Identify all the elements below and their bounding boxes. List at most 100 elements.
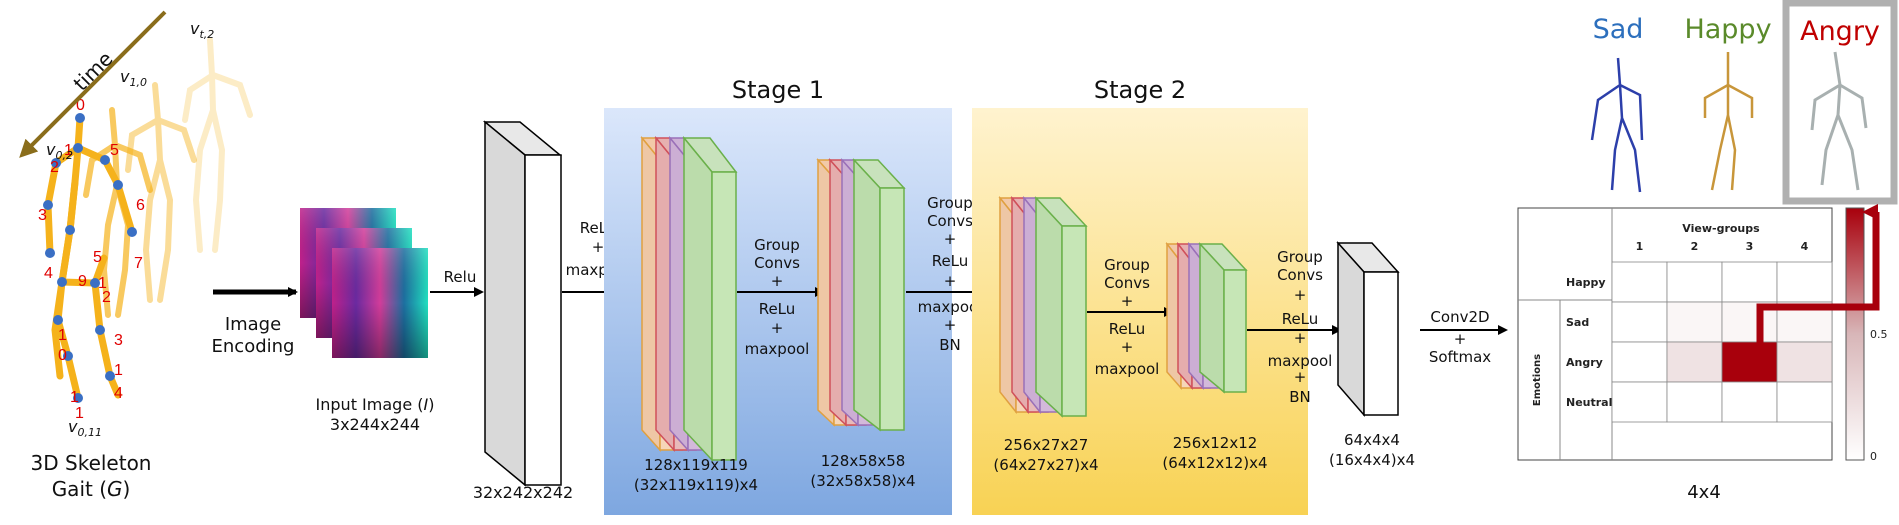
- angry-highlight-frame: [1782, 0, 1898, 205]
- stage2-title: Stage 2: [1094, 76, 1186, 104]
- conv-layer-1-box: [482, 120, 563, 487]
- svg-text:Convs: Convs: [927, 212, 973, 230]
- svg-text:maxpool: maxpool: [745, 340, 810, 358]
- svg-text:3: 3: [38, 207, 47, 224]
- svg-text:0: 0: [76, 97, 85, 114]
- heatmap-row-label: Sad: [1566, 316, 1589, 329]
- emotion-angry-label: Angry: [1800, 16, 1880, 47]
- angry-skeleton: [1810, 51, 1868, 191]
- skeleton-caption-line2: Gait (G): [52, 477, 131, 501]
- heatmap-col-label: 1: [1636, 240, 1644, 253]
- svg-text:+: +: [1294, 329, 1307, 347]
- svg-text:7: 7: [134, 255, 143, 272]
- svg-text:v1,0: v1,0: [120, 67, 147, 89]
- heatmap-row-label: Neutral: [1566, 396, 1612, 409]
- svg-text:BN: BN: [1289, 388, 1311, 406]
- svg-text:+: +: [771, 319, 784, 337]
- svg-text:Group: Group: [1104, 256, 1150, 274]
- joint-number-labels: 0 1 5 2 6 3 4 9 5 7 2 1 1 3 0 1 4 1 1: [38, 97, 145, 422]
- skeleton-frame-t1: [125, 82, 197, 303]
- svg-text:2: 2: [102, 289, 111, 306]
- heatmap-row-label: Angry: [1566, 356, 1603, 369]
- heatmap-cell: [1611, 261, 1668, 303]
- input-image-stack: [300, 208, 428, 358]
- heatmap-cell: [1776, 261, 1833, 303]
- conv2d-label-3: Softmax: [1429, 348, 1491, 366]
- encoding-label-line2: Encoding: [212, 336, 295, 357]
- svg-text:+: +: [944, 272, 957, 290]
- svg-text:3: 3: [114, 332, 123, 349]
- heatmap-cell: [1611, 301, 1668, 343]
- heatmap-colorbar: 1 0.5 0: [1845, 206, 1888, 463]
- between-stages-label: Group Convs + ReLu + maxpool + BN: [918, 194, 983, 354]
- stage2-block1-dims2: (64x27x27)x4: [993, 456, 1098, 474]
- time-arrow: [19, 10, 167, 158]
- heatmap-caption: 4x4: [1687, 482, 1721, 503]
- stage1-block2: [816, 158, 906, 432]
- svg-text:+: +: [1294, 368, 1307, 386]
- svg-text:1: 1: [75, 405, 84, 422]
- stage1-block1-dims1: 128x119x119: [644, 456, 748, 474]
- svg-text:1: 1: [70, 389, 79, 406]
- stage1-block2-dims2: (32x58x58)x4: [810, 472, 915, 490]
- svg-text:+: +: [1294, 286, 1307, 304]
- heatmap-cell: [1721, 341, 1778, 383]
- stage1-block1: [640, 135, 738, 462]
- final-block-dims2: (16x4x4)x4: [1329, 451, 1415, 469]
- stage2-block2-dims2: (64x12x12)x4: [1162, 454, 1267, 472]
- input-image-label: Input Image (I): [316, 395, 435, 414]
- skeleton-gait-figure: 0 1 5 2 6 3 4 9 5 7 2 1 1 3 0 1 4 1 1 ti…: [19, 10, 253, 501]
- svg-text:1: 1: [64, 142, 73, 159]
- layer1-dims: 32x242x242: [473, 483, 573, 502]
- conv2d-label-1: Conv2D: [1430, 308, 1489, 326]
- svg-text:ReLu: ReLu: [759, 300, 796, 318]
- svg-text:BN: BN: [939, 336, 961, 354]
- conv2d-label-2: +: [1454, 330, 1467, 348]
- svg-text:+: +: [771, 272, 784, 290]
- svg-text:+: +: [1121, 338, 1134, 356]
- svg-text:+: +: [944, 316, 957, 334]
- skeleton-joints: [43, 113, 137, 403]
- input-image-dims: 3x244x244: [330, 415, 420, 434]
- relu-arrow-label: Relu: [444, 268, 477, 286]
- svg-text:Group: Group: [1277, 248, 1323, 266]
- svg-text:4: 4: [44, 265, 53, 282]
- relu-maxpool-label-2: +: [592, 238, 605, 256]
- heatmap-col-header: View-groups: [1682, 222, 1760, 235]
- svg-text:5: 5: [110, 142, 119, 159]
- stage2-mid-arrow-label: Group Convs + ReLu + maxpool: [1095, 256, 1160, 378]
- heatmap-cell: [1666, 261, 1723, 303]
- final-block-dims1: 64x4x4: [1344, 431, 1400, 449]
- emotion-happy-label: Happy: [1684, 14, 1771, 45]
- svg-text:maxpool: maxpool: [1095, 360, 1160, 378]
- svg-text:ReLu: ReLu: [1282, 310, 1319, 328]
- heatmap-col-label: 3: [1746, 240, 1754, 253]
- stage2-block2: [1165, 241, 1248, 394]
- svg-text:4: 4: [114, 385, 123, 402]
- emotion-sad-label: Sad: [1593, 14, 1644, 45]
- final-block: [1336, 241, 1400, 418]
- svg-text:Convs: Convs: [1104, 274, 1150, 292]
- svg-text:Group: Group: [927, 194, 973, 212]
- colorbar-tick-0: 0: [1870, 450, 1877, 463]
- svg-text:vt,2: vt,2: [190, 19, 214, 41]
- heatmap-col-label: 2: [1691, 240, 1699, 253]
- svg-text:maxpool: maxpool: [1268, 352, 1333, 370]
- svg-text:1: 1: [58, 327, 67, 344]
- angry-pointer-arrow: [1756, 204, 1880, 375]
- svg-text:6: 6: [136, 197, 145, 214]
- svg-text:0: 0: [58, 347, 67, 364]
- heatmap-cells: [1611, 261, 1833, 423]
- heatmap-cell: [1666, 341, 1723, 383]
- heatmap-cell: [1776, 381, 1833, 423]
- svg-text:v0,2: v0,2: [46, 140, 73, 162]
- heatmap-cell: [1776, 341, 1833, 383]
- svg-text:Convs: Convs: [1277, 266, 1323, 284]
- colorbar-tick-05: 0.5: [1870, 328, 1888, 341]
- encoding-label-line1: Image: [225, 314, 281, 335]
- stage1-block2-dims1: 128x58x58: [821, 452, 906, 470]
- svg-text:+: +: [1121, 292, 1134, 310]
